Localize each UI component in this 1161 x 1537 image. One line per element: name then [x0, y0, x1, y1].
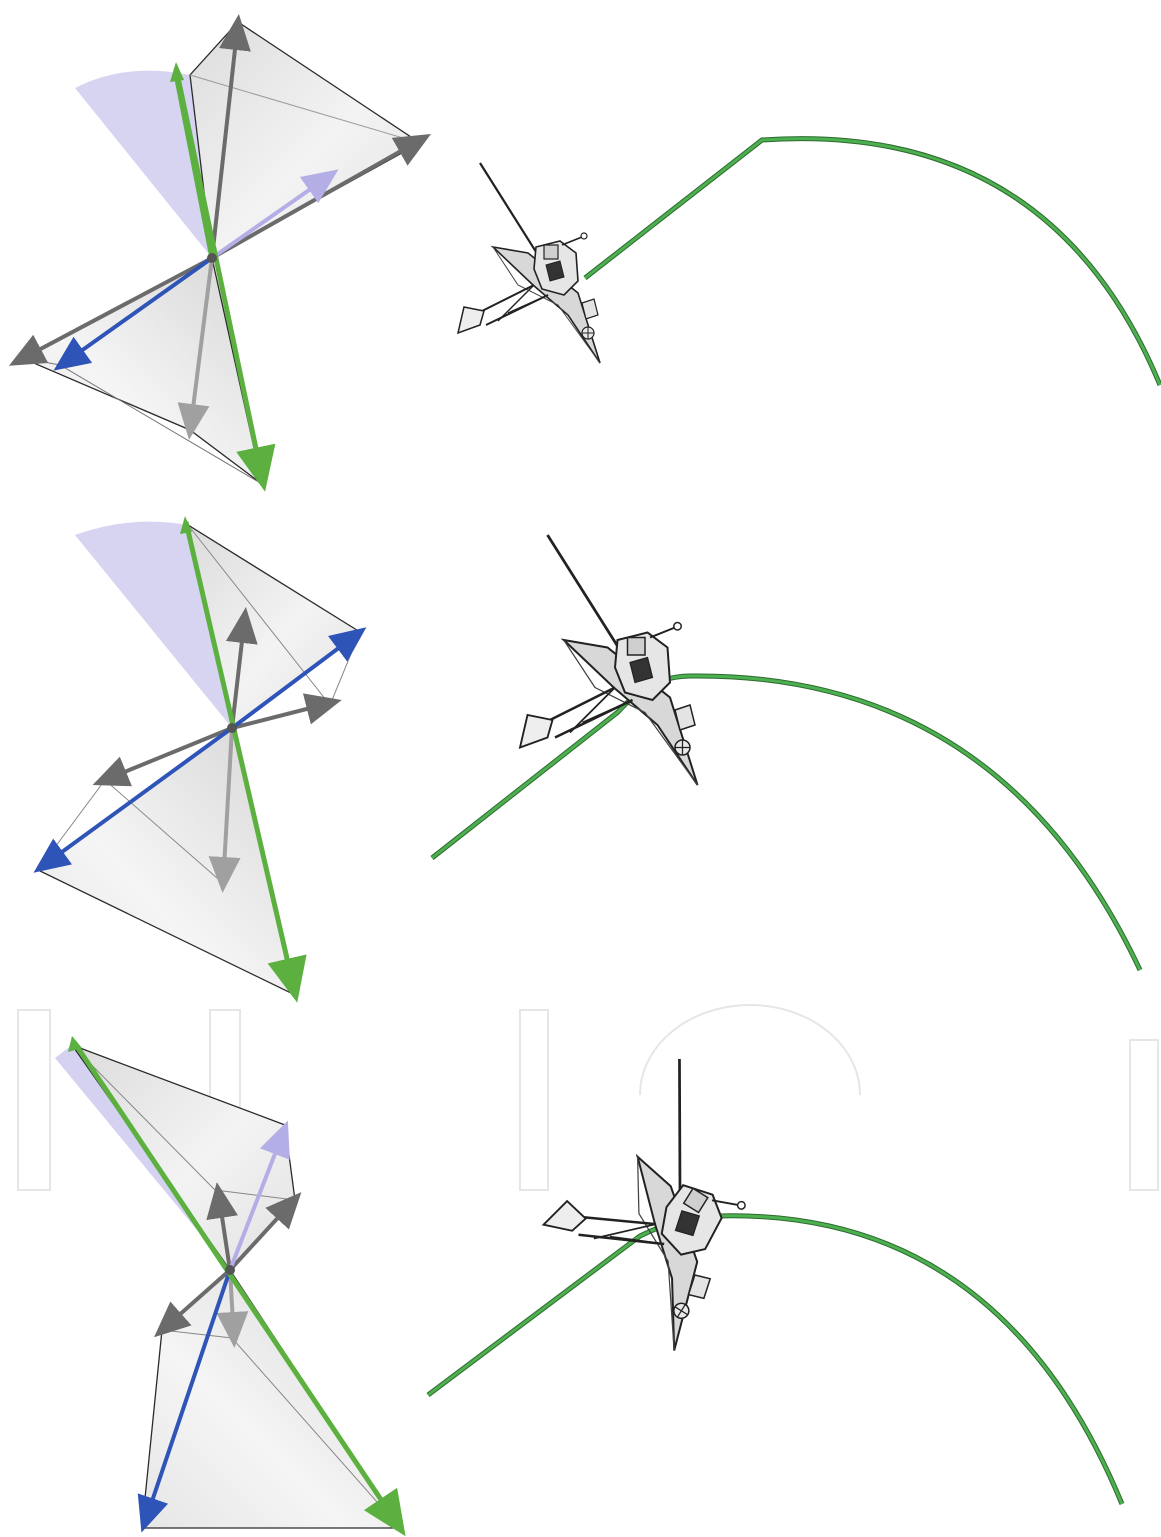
trajectory-1 — [585, 139, 1160, 385]
cone-diagram-1 — [16, 22, 424, 484]
panel-2 — [38, 516, 1140, 995]
cone-diagram-3 — [55, 1036, 400, 1528]
lower-cone — [142, 1270, 400, 1528]
cone-diagram-2 — [38, 516, 360, 995]
spacecraft-icon — [458, 163, 600, 363]
lower-cone — [22, 258, 262, 484]
spacecraft-icon — [520, 535, 698, 785]
panel-3 — [55, 1036, 1122, 1528]
trajectory-3 — [428, 1216, 1122, 1504]
spacecraft-icon — [524, 1044, 807, 1350]
panel-1 — [16, 22, 1160, 484]
lower-cone — [38, 728, 295, 995]
